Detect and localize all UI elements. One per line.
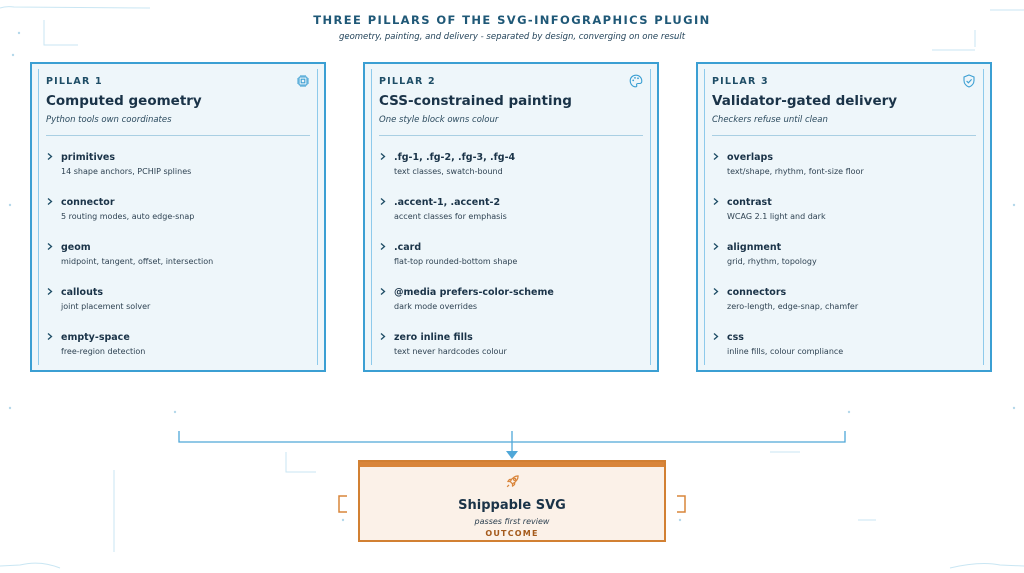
item-description: dark mode overrides (394, 302, 478, 311)
connector-arrowhead (506, 451, 518, 459)
bracket-left (338, 495, 347, 513)
outcome-card: Shippable SVG passes first review OUTCOM… (358, 460, 666, 542)
chevron-right-icon (713, 153, 719, 160)
item-name: alignment (727, 242, 782, 253)
pillar-card-2: PILLAR 2 CSS-constrained painting One st… (363, 62, 659, 372)
page-title: THREE PILLARS OF THE SVG-INFOGRAPHICS PL… (313, 13, 711, 27)
chevron-right-icon (713, 243, 719, 250)
item-name: connector (61, 197, 115, 208)
connector-merge (178, 431, 846, 443)
chevron-right-icon (380, 288, 386, 295)
item-description: WCAG 2.1 light and dark (727, 212, 826, 221)
divider (712, 135, 976, 136)
item-description: 14 shape anchors, PCHIP splines (61, 167, 192, 176)
chevron-right-icon (47, 153, 53, 160)
pillar-number: PILLAR 2 (379, 76, 436, 87)
pillar-tagline: Checkers refuse until clean (712, 115, 828, 125)
page-subtitle: geometry, painting, and delivery - separ… (338, 32, 686, 42)
item-description: text classes, swatch-bound (394, 167, 503, 176)
pillar-title: Computed geometry (46, 93, 202, 109)
pillar-number: PILLAR 3 (712, 76, 769, 87)
chevron-right-icon (380, 333, 386, 340)
item-name: .card (394, 242, 422, 253)
palette-icon (629, 74, 643, 88)
pillar-card-3: PILLAR 3 Validator-gated delivery Checke… (696, 62, 992, 372)
chevron-right-icon (380, 153, 386, 160)
item-name: primitives (61, 152, 115, 163)
pillar-number: PILLAR 1 (46, 76, 103, 87)
item-description: free-region detection (61, 347, 146, 356)
item-description: grid, rhythm, topology (727, 257, 817, 266)
pillar-card-1: PILLAR 1 Computed geometry Python tools … (30, 62, 326, 372)
item-name: connectors (727, 287, 787, 298)
item-description: accent classes for emphasis (394, 212, 507, 221)
item-description: flat-top rounded-bottom shape (394, 257, 518, 266)
chevron-right-icon (713, 198, 719, 205)
outcome-label: OUTCOME (485, 529, 539, 538)
chevron-right-icon (47, 288, 53, 295)
item-name: @media prefers-color-scheme (394, 287, 554, 298)
chevron-right-icon (713, 333, 719, 340)
outcome-subtitle: passes first review (474, 517, 550, 526)
item-name: empty-space (61, 332, 130, 343)
item-name: .accent-1, .accent-2 (394, 197, 501, 208)
item-name: css (727, 332, 744, 343)
pillar-title: Validator-gated delivery (712, 93, 898, 109)
chevron-right-icon (380, 243, 386, 250)
chevron-right-icon (380, 198, 386, 205)
divider (379, 135, 643, 136)
chevron-right-icon (47, 198, 53, 205)
pillar-tagline: One style block owns colour (379, 115, 499, 125)
item-description: inline fills, colour compliance (727, 347, 844, 356)
item-name: overlaps (727, 152, 773, 163)
outcome-title: Shippable SVG (458, 498, 566, 513)
item-description: midpoint, tangent, offset, intersection (61, 257, 214, 266)
chevron-right-icon (47, 333, 53, 340)
item-name: .fg-1, .fg-2, .fg-3, .fg-4 (394, 152, 516, 163)
shield-check-icon (963, 74, 975, 88)
item-name: callouts (61, 287, 104, 298)
chip-icon (297, 75, 309, 87)
chevron-right-icon (47, 243, 53, 250)
item-name: geom (61, 242, 91, 253)
pillar-title: CSS-constrained painting (379, 93, 572, 109)
item-description: text never hardcodes colour (394, 347, 507, 356)
item-name: zero inline fills (394, 332, 473, 343)
item-description: joint placement solver (61, 302, 151, 311)
bracket-right (677, 495, 686, 513)
item-description: text/shape, rhythm, font-size floor (727, 167, 864, 176)
pillar-tagline: Python tools own coordinates (46, 115, 172, 125)
rocket-icon (506, 475, 519, 488)
item-description: 5 routing modes, auto edge-snap (61, 212, 195, 221)
chevron-right-icon (713, 288, 719, 295)
item-name: contrast (727, 197, 772, 208)
divider (46, 135, 310, 136)
item-description: zero-length, edge-snap, chamfer (727, 302, 859, 311)
header: THREE PILLARS OF THE SVG-INFOGRAPHICS PL… (0, 10, 1024, 42)
